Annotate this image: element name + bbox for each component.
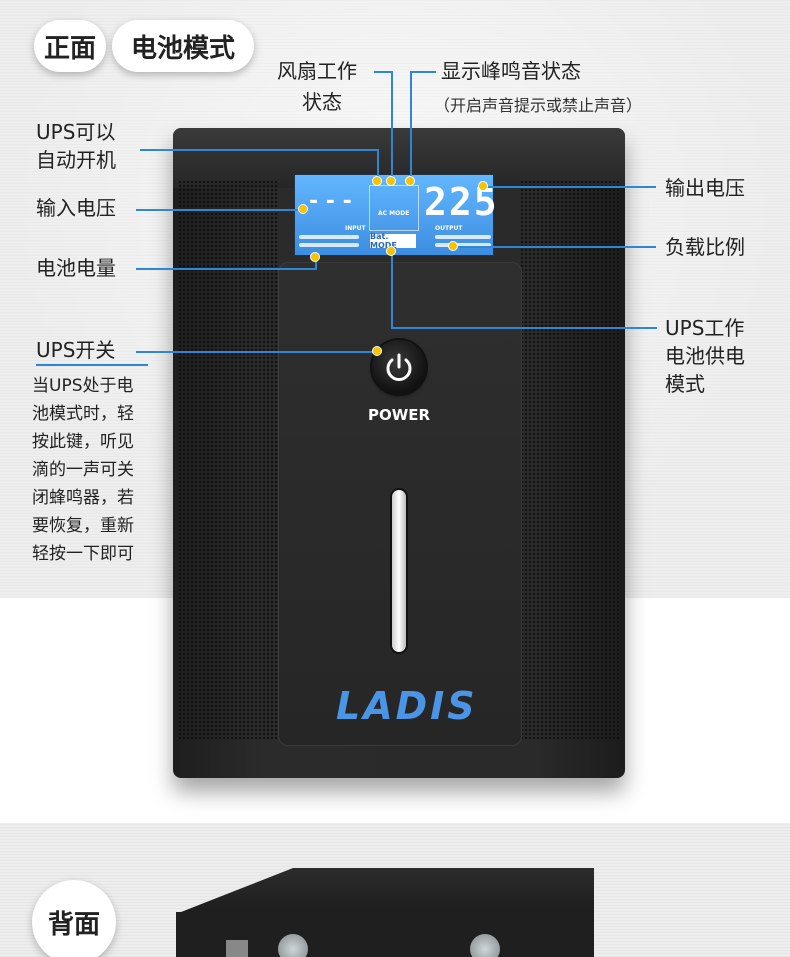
back-port (470, 934, 500, 957)
callout-dot (298, 204, 308, 214)
callout-dot (372, 176, 382, 186)
lcd-wave-left (299, 235, 359, 239)
ups-switch-label: UPS开关 (36, 338, 116, 362)
usb-port (226, 940, 248, 957)
auto-start-label-2: 自动开机 (36, 148, 116, 172)
buzzer-status-label: 显示峰鸣音状态 (441, 59, 581, 83)
note-line: 要恢复，重新 (32, 516, 134, 536)
buzzer-status-sub: （开启声音提示或禁止声音） (434, 96, 643, 115)
lcd-output-text: OUTPUT (435, 225, 463, 232)
note-line: 闭蜂鸣器，若 (32, 488, 134, 508)
callout-line (377, 149, 379, 181)
lcd-wave-right (435, 235, 491, 239)
battery-level-label: 电池电量 (36, 256, 116, 280)
battery-mode-label-1: UPS工作 (665, 316, 745, 340)
brand-logo: LADIS (336, 684, 478, 728)
lcd-input-text: INPUT (345, 225, 366, 232)
note-line: 池模式时，轻 (32, 404, 134, 424)
fan-status-label-1: 风扇工作 (277, 59, 357, 83)
note-line: 当UPS处于电 (32, 376, 134, 396)
callout-dot (448, 241, 458, 251)
callout-line (410, 71, 412, 181)
callout-dot (372, 346, 382, 356)
callout-underline (36, 364, 148, 366)
callout-line (315, 256, 317, 270)
power-label: POWER (367, 406, 431, 424)
callout-line (374, 71, 392, 73)
output-voltage-label: 输出电压 (665, 176, 745, 200)
callout-dot (405, 176, 415, 186)
fan-status-label-2: 状态 (302, 90, 342, 114)
back-port (278, 934, 308, 957)
auto-start-label-1: UPS可以 (36, 120, 116, 144)
lcd-input-dashes: - - - (309, 189, 352, 214)
ups-right-vent (520, 180, 620, 740)
input-voltage-label: 输入电压 (36, 196, 116, 220)
callout-dot (310, 252, 320, 262)
lcd-ac-mode: AC MODE (378, 210, 410, 217)
mode-pill: 电池模式 (112, 20, 254, 72)
load-ratio-label: 负载比例 (665, 235, 745, 259)
light-slot (392, 490, 406, 652)
callout-line (454, 246, 656, 248)
lcd-wave-right (435, 243, 491, 247)
switch-note: 当UPS处于电 池模式时，轻 按此键，听见 滴的一声可关 闭蜂鸣器，若 要恢复，… (32, 372, 157, 568)
lcd-bat-mode: Bat. MODE (370, 232, 416, 250)
callout-line (391, 252, 393, 328)
ups-left-vent (178, 180, 278, 740)
callout-line (391, 71, 393, 181)
callout-line (136, 209, 302, 211)
callout-line (136, 268, 316, 270)
callout-line (410, 71, 436, 73)
callout-line (484, 186, 656, 188)
callout-line (140, 149, 378, 151)
lcd-wave-left (299, 243, 359, 247)
power-button[interactable] (372, 340, 426, 394)
callout-dot (386, 246, 396, 256)
note-line: 轻按一下即可 (32, 544, 134, 564)
back-pill: 背面 (32, 880, 116, 957)
battery-mode-label-3: 模式 (665, 372, 705, 396)
callout-dot (478, 181, 488, 191)
power-icon (386, 353, 412, 381)
front-pill: 正面 (34, 20, 106, 72)
callout-dot (386, 176, 396, 186)
callout-line (391, 327, 657, 329)
note-line: 按此键，听见 (32, 432, 134, 452)
callout-line (136, 351, 376, 353)
note-line: 滴的一声可关 (32, 460, 134, 480)
battery-mode-label-2: 电池供电 (665, 344, 745, 368)
lcd-mode-box (369, 185, 419, 231)
